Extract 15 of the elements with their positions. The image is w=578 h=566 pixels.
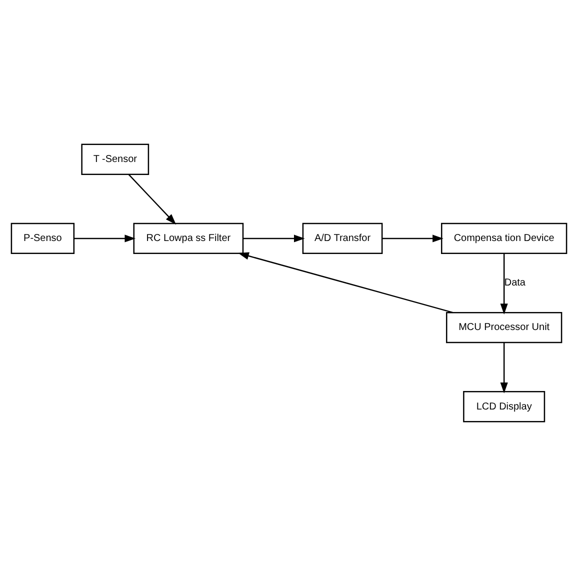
arrow	[500, 254, 508, 314]
node-box: MCU Processor Unit	[446, 312, 562, 344]
node-box: Compensa tion Device	[441, 222, 568, 254]
arrow	[500, 342, 508, 394]
node-box: P-Senso	[10, 222, 75, 254]
edge-label: Data	[504, 278, 526, 289]
arrow	[128, 174, 176, 225]
arrow	[74, 234, 136, 242]
node-box: RC Lowpa ss Filter	[133, 222, 244, 254]
node-box: A/D Transfor	[302, 222, 383, 254]
arrow	[382, 234, 444, 242]
arrow	[238, 252, 454, 314]
node-box: T -Sensor	[81, 144, 150, 175]
node-box: LCD Display	[463, 391, 546, 422]
arrow	[243, 234, 305, 242]
